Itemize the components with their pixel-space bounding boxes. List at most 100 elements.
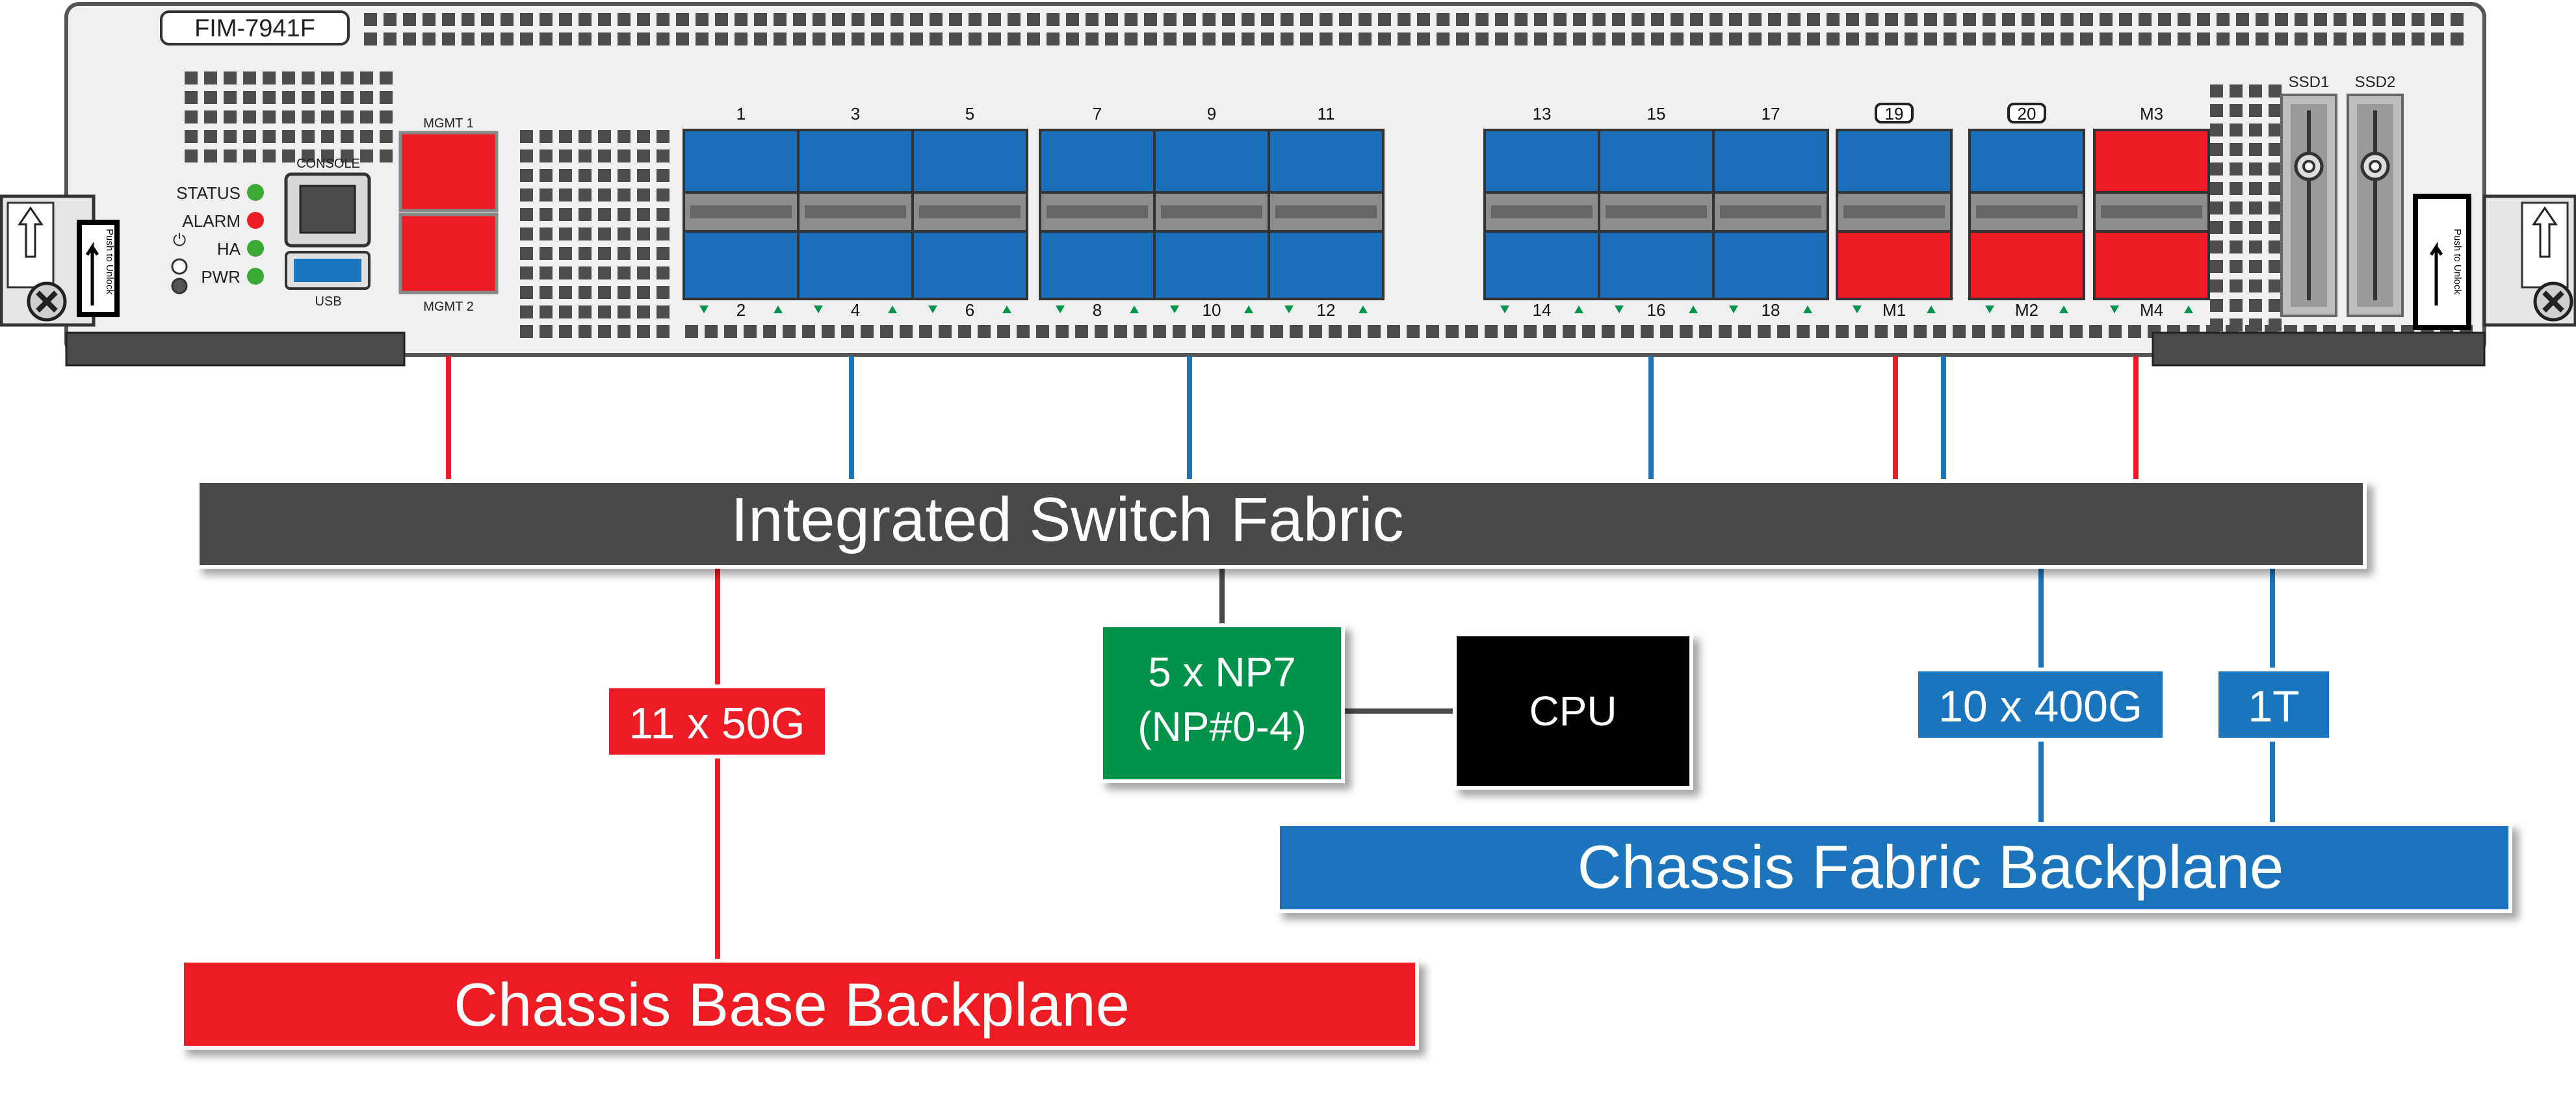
vent-hole [579,169,592,182]
vent-hole [618,266,631,279]
vent-hole [540,188,553,201]
vent-hole [1933,325,1946,338]
ssd2-slot[interactable]: SSD2 [2347,73,2404,317]
link-up-icon [2059,305,2068,313]
vent-hole [735,32,748,45]
vent-hole [598,305,611,318]
vent-hole [598,32,611,45]
vent-hole [2269,143,2282,156]
vent-hole [282,91,295,104]
sfp-port-pair-3-4[interactable]: 34 [797,104,914,320]
vent-hole [2249,240,2262,253]
vent-hole [1632,32,1645,45]
vent-hole [657,305,670,318]
vent-hole [1671,13,1684,26]
vent-hole [2230,279,2243,292]
vent-hole [1807,13,1820,26]
vent-hole [2210,84,2223,97]
vent-hole [559,247,572,260]
vent-hole [1660,325,1673,338]
vent-hole [1398,13,1411,26]
vent-hole [2269,318,2282,331]
vent-hole [321,91,334,104]
vent-hole [783,325,796,338]
console-port-jack-icon [299,185,356,234]
reset-button[interactable] [171,278,188,294]
sfp-port-pair-9-10[interactable]: 910 [1153,104,1270,320]
led-alarm [247,212,264,229]
sfp-port-pair-7-8[interactable]: 78 [1039,104,1156,320]
vent-hole [1554,13,1567,26]
mgmt2-port[interactable] [398,213,499,294]
port-label-top: 9 [1207,104,1216,123]
vent-hole [1008,32,1021,45]
vent-hole [2295,32,2308,45]
vent-hole [2392,13,2405,26]
vent-hole [341,71,354,84]
led-label-status: STATUS [176,183,241,203]
ssd1-slot[interactable]: SSD1 [2280,73,2337,317]
vent-hole [997,325,1010,338]
vent-hole [685,325,698,338]
vent-hole [185,149,198,162]
sfp-port-pair-1-2[interactable]: 12 [683,104,800,320]
vent-hole [579,32,592,45]
vent-hole [1582,325,1595,338]
port-label-top: 5 [965,104,974,123]
vent-hole [1339,13,1352,26]
vent-hole [1485,325,1498,338]
vent-hole [559,266,572,279]
vent-hole [715,32,728,45]
vent-hole [2197,13,2210,26]
vent-hole [2100,13,2113,26]
np7-block: 5 x NP7 (NP#0-4) [1099,623,1345,783]
vent-hole [1905,13,1918,26]
vent-hole [2230,260,2243,273]
vent-hole [1066,32,1079,45]
vent-hole [1855,325,1868,338]
left-ejector-handle[interactable]: Push to Unlock [0,194,406,367]
vent-hole [618,188,631,201]
vent-hole [618,169,631,182]
vent-hole [2230,143,2243,156]
vent-hole [871,13,884,26]
vent-hole [2269,104,2282,117]
vent-hole [1222,13,1235,26]
vent-hole [1515,32,1528,45]
port-label-top: M3 [2140,104,2163,123]
vent-hole [930,32,943,45]
vent-hole [1378,32,1391,45]
vent-hole [1398,32,1411,45]
port-label-bottom: M2 [2015,300,2038,320]
vent-hole [360,91,373,104]
usb-connector-icon [294,259,361,282]
switch-fabric-block: Integrated Switch Fabric [196,479,2367,569]
port-label-bottom: 6 [965,300,974,320]
vent-hole [1261,13,1274,26]
sfp-port-pair-5-6[interactable]: 56 [911,104,1028,320]
vent-hole [1632,13,1645,26]
power-button[interactable] [171,258,188,275]
vent-hole [1476,13,1489,26]
vent-hole [204,149,217,162]
mgmt1-port[interactable] [398,131,499,213]
arrow-up-icon [18,206,44,258]
port-number-box [2007,103,2046,123]
vent-hole [501,32,514,45]
vent-hole [1846,13,1859,26]
vent-hole [2128,325,2141,338]
vent-hole [2269,299,2282,312]
vent-hole [2230,162,2243,175]
led-ha [247,240,264,257]
right-ejector-handle[interactable]: Push to Unlock [2152,194,2576,367]
vent-hole [481,13,494,26]
vent-hole [2431,32,2444,45]
vent-hole [559,149,572,162]
